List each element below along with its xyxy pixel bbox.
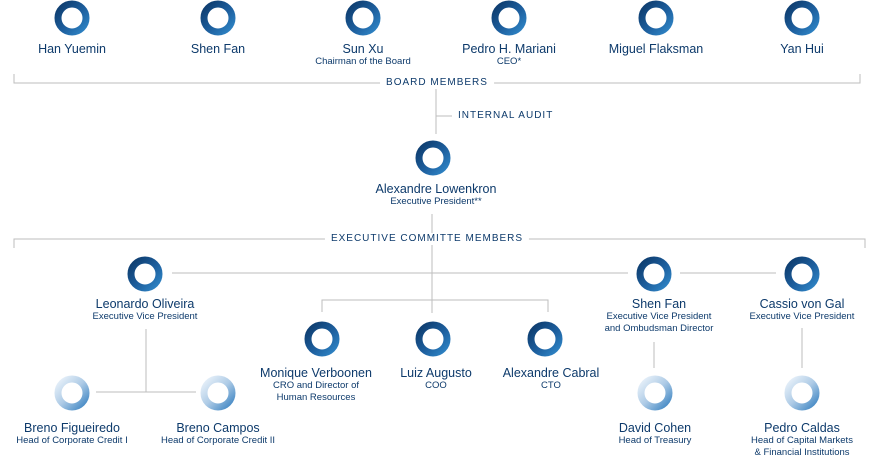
ring-alexandre-cabral <box>531 325 559 353</box>
officer-alexandre-cabral: Alexandre Cabral CTO <box>503 366 600 392</box>
member-name: Breno Campos <box>161 421 275 435</box>
member-role: Chairman of the Board <box>315 56 411 68</box>
member-name: Alexandre Lowenkron <box>376 182 497 196</box>
ring-david-cohen <box>641 379 669 407</box>
member-name: Shen Fan <box>605 297 714 311</box>
executive-committee-label: EXECUTIVE COMMITTE MEMBERS <box>325 233 529 245</box>
member-name: Alexandre Cabral <box>503 366 600 380</box>
head-breno-campos: Breno Campos Head of Corporate Credit II <box>161 421 275 447</box>
member-role: Head of Corporate Credit I <box>16 435 127 447</box>
ring-breno-campos <box>204 379 232 407</box>
executive-president: Alexandre Lowenkron Executive President*… <box>376 182 497 208</box>
ring-sun-xu <box>349 4 377 32</box>
ring-miguel-flaksman <box>642 4 670 32</box>
internal-audit-label: INTERNAL AUDIT <box>452 110 559 122</box>
ring-shen-fan-board <box>204 4 232 32</box>
officer-luiz-augusto: Luiz Augusto COO <box>400 366 472 392</box>
ring-han-yuemin <box>58 4 86 32</box>
board-member-shen-fan: Shen Fan <box>191 42 245 56</box>
head-pedro-caldas: Pedro Caldas Head of Capital Markets & F… <box>751 421 853 458</box>
member-role: COO <box>400 380 472 392</box>
member-role: Human Resources <box>260 392 372 404</box>
ring-pedro-mariani <box>495 4 523 32</box>
ring-breno-figueiredo <box>58 379 86 407</box>
ring-monique-verboonen <box>308 325 336 353</box>
member-name: Miguel Flaksman <box>609 42 703 56</box>
member-role: Executive President** <box>376 196 497 208</box>
head-breno-figueiredo: Breno Figueiredo Head of Corporate Credi… <box>16 421 127 447</box>
member-role: Head of Treasury <box>619 435 692 447</box>
board-member-pedro-mariani: Pedro H. Mariani CEO* <box>462 42 556 68</box>
member-name: Sun Xu <box>315 42 411 56</box>
vice-president-leonardo-oliveira: Leonardo Oliveira Executive Vice Preside… <box>93 297 198 323</box>
member-name: Han Yuemin <box>38 42 106 56</box>
member-role: & Financial Institutions <box>751 447 853 458</box>
board-member-sun-xu: Sun Xu Chairman of the Board <box>315 42 411 68</box>
ring-pedro-caldas <box>788 379 816 407</box>
ring-yan-hui <box>788 4 816 32</box>
member-name: Leonardo Oliveira <box>93 297 198 311</box>
ring-leonardo-oliveira <box>131 260 159 288</box>
officer-monique-verboonen: Monique Verboonen CRO and Director of Hu… <box>260 366 372 403</box>
ring-alexandre-lowenkron <box>419 144 447 172</box>
board-member-yan-hui: Yan Hui <box>780 42 824 56</box>
member-name: Monique Verboonen <box>260 366 372 380</box>
vice-president-cassio-von-gal: Cassio von Gal Executive Vice President <box>750 297 855 323</box>
member-role: CEO* <box>462 56 556 68</box>
member-role: Head of Corporate Credit II <box>161 435 275 447</box>
ring-cassio-von-gal <box>788 260 816 288</box>
member-name: Breno Figueiredo <box>16 421 127 435</box>
ring-shen-fan-vp <box>640 260 668 288</box>
officers-bracket-line <box>322 300 548 312</box>
member-role: Head of Capital Markets <box>751 435 853 447</box>
member-name: Pedro Caldas <box>751 421 853 435</box>
ring-luiz-augusto <box>419 325 447 353</box>
member-name: Yan Hui <box>780 42 824 56</box>
vice-president-shen-fan: Shen Fan Executive Vice President and Om… <box>605 297 714 334</box>
member-name: Cassio von Gal <box>750 297 855 311</box>
board-members-label: BOARD MEMBERS <box>380 77 494 89</box>
member-role: CTO <box>503 380 600 392</box>
head-david-cohen: David Cohen Head of Treasury <box>619 421 692 447</box>
member-role: Executive Vice President <box>750 311 855 323</box>
member-name: Luiz Augusto <box>400 366 472 380</box>
member-role: and Ombudsman Director <box>605 323 714 335</box>
member-role: CRO and Director of <box>260 380 372 392</box>
member-name: Pedro H. Mariani <box>462 42 556 56</box>
member-name: David Cohen <box>619 421 692 435</box>
board-member-miguel-flaksman: Miguel Flaksman <box>609 42 703 56</box>
member-name: Shen Fan <box>191 42 245 56</box>
board-member-han-yuemin: Han Yuemin <box>38 42 106 56</box>
member-role: Executive Vice President <box>605 311 714 323</box>
member-role: Executive Vice President <box>93 311 198 323</box>
